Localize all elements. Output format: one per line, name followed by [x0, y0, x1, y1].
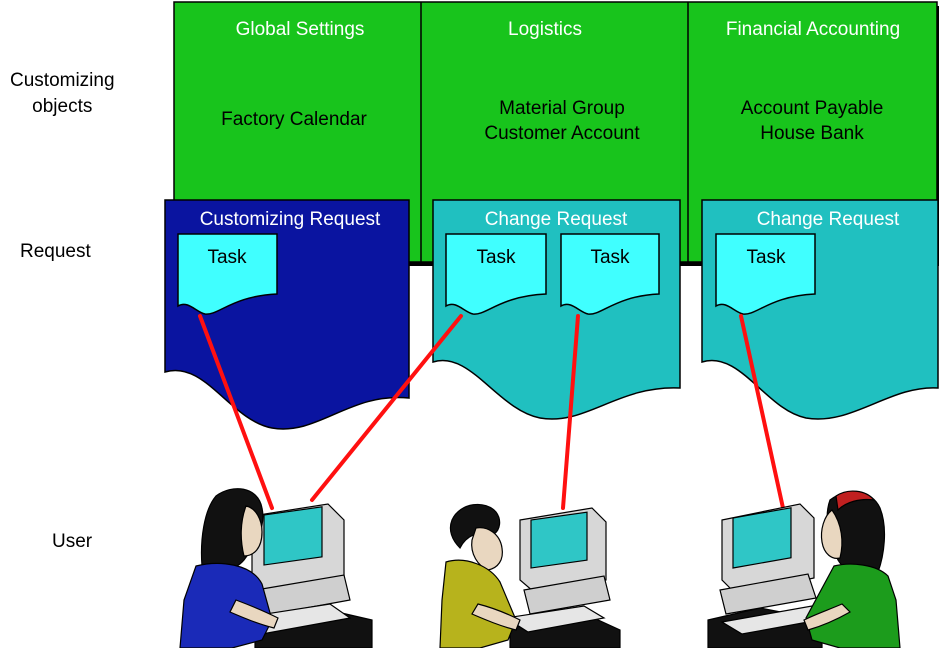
arm [229, 599, 279, 629]
task-label: Task [590, 247, 630, 268]
computer-base [523, 575, 611, 615]
row-label-user: User [52, 531, 93, 552]
arm [803, 603, 851, 631]
object-customer-account: Customer Account [484, 123, 640, 144]
user-icon-3 [707, 490, 901, 648]
row-label-customizing-line-2: objects [32, 96, 93, 117]
computer-base [719, 573, 817, 615]
request-change-financial: Change Request Task [701, 199, 939, 420]
task-sheet [445, 233, 547, 315]
task-sheet [177, 233, 278, 315]
object-house-bank: House Bank [760, 123, 864, 144]
monitor-screen [263, 506, 323, 566]
task-label: Task [207, 247, 247, 268]
hair-highlight [835, 490, 876, 512]
row-label-customizing-line-1: Customizing [10, 70, 115, 91]
face [820, 509, 843, 559]
link-line [198, 314, 274, 510]
arm [471, 603, 521, 631]
link-line [739, 314, 785, 510]
column-header-global-settings: Global Settings [236, 19, 365, 40]
monitor-screen [530, 511, 588, 569]
row-label-request: Request [20, 241, 91, 262]
task-sheet [715, 233, 816, 315]
object-account-payable: Account Payable [741, 98, 884, 119]
user-icon-1 [179, 488, 373, 648]
user-icon-2 [439, 503, 621, 648]
request-label: Change Request [757, 209, 900, 230]
link-line [310, 314, 463, 502]
task-sheet [560, 233, 660, 315]
task-label: Task [476, 247, 516, 268]
request-label: Change Request [485, 209, 628, 230]
face [240, 505, 263, 557]
shirt [179, 562, 273, 648]
request-change-logistics: Change Request Task Task [432, 199, 681, 420]
column-header-financial-accounting: Financial Accounting [726, 19, 900, 40]
row-label-customizing-objects: Customizing objects [10, 68, 115, 120]
object-factory-calendar: Factory Calendar [221, 109, 367, 130]
face [471, 527, 503, 571]
link-line [561, 314, 580, 510]
task-label: Task [746, 247, 786, 268]
request-customizing: Customizing Request Task [164, 199, 410, 430]
keyboard [504, 605, 606, 633]
object-material-group: Material Group [499, 98, 625, 119]
monitor-screen [732, 507, 792, 569]
column-header-logistics: Logistics [508, 19, 582, 40]
shirt [805, 563, 901, 648]
request-label: Customizing Request [200, 209, 381, 230]
task-user-links [198, 314, 785, 510]
